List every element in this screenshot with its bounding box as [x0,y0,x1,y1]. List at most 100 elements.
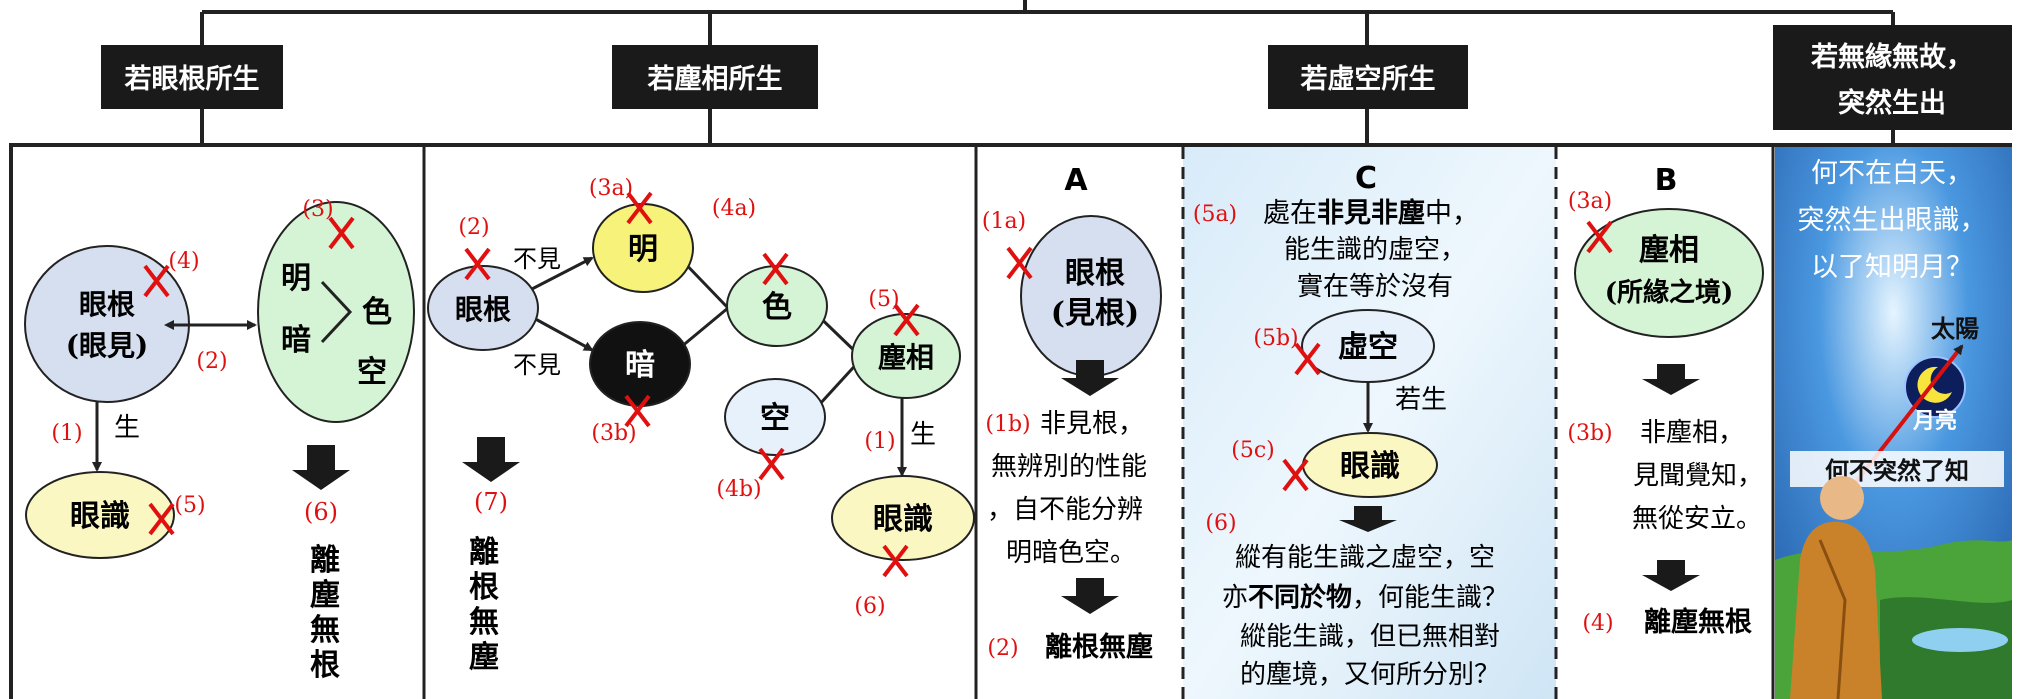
svg-text:突然生出眼識，: 突然生出眼識， [1798,205,1987,236]
svg-text:眼根: 眼根 [1065,256,1125,291]
svg-text:明暗色空。: 明暗色空。 [1006,538,1136,568]
svg-text:(3b): (3b) [1567,421,1612,446]
svg-text:(1a): (1a) [982,209,1026,234]
svg-text:空: 空 [357,355,387,390]
svg-text:(1b): (1b) [985,412,1030,437]
svg-text:(1): (1) [864,429,895,454]
svg-text:(眼見): (眼見) [66,329,149,362]
svg-text:離塵無根: 離塵無根 [1644,606,1752,638]
panel-nocause-illustration: 何不在白天， 突然生出眼識， 以了知明月？ 太陽 月亮 何不突然了知 [1775,147,2012,699]
svg-text:(3a): (3a) [1568,189,1612,214]
svg-text:B: B [1655,163,1678,198]
svg-text:A: A [1064,163,1088,198]
svg-text:縱能生識，但已無相對: 縱能生識，但已無相對 [1240,622,1500,652]
svg-text:(6): (6) [304,498,338,526]
svg-text:處在非見非塵中，: 處在非見非塵中， [1263,197,1479,229]
svg-text:塵: 塵 [469,640,499,675]
svg-text:塵: 塵 [310,578,340,613]
panel-a: A (1a) 眼根 (見根) (1b) 非見根， 無辨別的性能 ，自不能分辨 明… [982,163,1162,663]
svg-text:虛空: 虛空 [1338,330,1398,365]
svg-text:無: 無 [310,613,340,648]
svg-text:(3a): (3a) [589,176,633,201]
node-bright-dark-color-space [257,201,415,423]
svg-text:(所緣之境): (所緣之境) [1605,277,1734,308]
red-x-icon [1006,246,1033,280]
header-space: 若虛空所生 [1268,45,1468,109]
svg-text:太陽: 太陽 [1931,314,1979,343]
node-dust-b [1574,208,1764,338]
red-x-icon [464,191,920,578]
svg-text:根: 根 [310,648,340,683]
svg-text:，自不能分辨: ，自不能分辨 [987,495,1143,525]
svg-text:眼根: 眼根 [79,288,135,321]
panel-b: B (3a) 塵相 (所緣之境) (3b) 非塵相， 見聞覺知， 無從安立。 (… [1567,163,1764,638]
panel-eye-root: 眼根 (眼見) 明 暗 色 空 (2) (1) 生 眼識 (3) (4) (5)… [24,197,415,683]
svg-text:眼識: 眼識 [1340,449,1400,484]
svg-text:以了知明月？: 以了知明月？ [1811,252,1973,283]
svg-text:(見根): (見根) [1051,296,1139,331]
svg-text:生: 生 [114,413,140,443]
svg-text:眼識: 眼識 [873,502,933,537]
svg-text:無: 無 [469,605,499,640]
panel-dust: 眼根 不見 不見 明 暗 色 空 塵相 生 眼識 (2) (3a) (3b) (… [427,176,975,675]
svg-text:月亮: 月亮 [1912,408,1957,434]
svg-text:(5): (5) [868,287,899,312]
header-eye: 若眼根所生 [101,45,283,109]
svg-text:(6): (6) [854,594,885,619]
svg-text:C: C [1355,161,1377,196]
red-x-icon [1282,342,1321,492]
node-eye-root-2 [427,265,539,351]
svg-text:無辨別的性能: 無辨別的性能 [991,452,1147,482]
svg-text:能生識的虛空，: 能生識的虛空， [1284,235,1466,265]
svg-text:不見: 不見 [513,245,561,273]
svg-text:眼識: 眼識 [70,499,130,534]
svg-text:(2): (2) [458,215,489,240]
svg-text:(3): (3) [302,197,333,222]
svg-text:塵相: 塵相 [878,341,934,374]
svg-text:若虛空所生: 若虛空所生 [1301,63,1436,95]
down-arrow-icon [1339,506,1397,532]
svg-text:非塵相，: 非塵相， [1640,418,1744,448]
svg-text:若眼根所生: 若眼根所生 [125,64,260,95]
svg-text:突然生出: 突然生出 [1838,87,1946,119]
svg-text:(4): (4) [1582,611,1613,636]
svg-text:(4a): (4a) [712,196,756,221]
svg-text:(3b): (3b) [591,421,636,446]
svg-text:若無緣無故，: 若無緣無故， [1811,42,1973,73]
svg-text:離: 離 [310,543,340,578]
svg-text:明: 明 [281,261,311,296]
header-nocause: 若無緣無故， 突然生出 [1773,25,2012,130]
svg-text:(6): (6) [1205,511,1236,536]
svg-text:塵相: 塵相 [1639,233,1699,268]
svg-text:離: 離 [469,535,499,570]
header-dust: 若塵相所生 [612,45,818,109]
svg-text:眼根: 眼根 [455,293,511,326]
svg-text:明: 明 [628,232,658,267]
svg-text:生: 生 [910,420,936,450]
svg-text:(5b): (5b) [1253,326,1298,351]
svg-text:非見根，: 非見根， [1040,409,1144,439]
down-arrow-icon [1642,560,1700,591]
down-arrow-icon [1061,578,1119,614]
svg-text:(1): (1) [51,421,82,446]
down-arrow-icon [1642,364,1700,395]
svg-text:色: 色 [762,290,792,325]
svg-text:若塵相所生: 若塵相所生 [648,63,783,95]
svg-text:(2): (2) [196,349,227,374]
panel-frame [9,143,2012,699]
svg-text:根: 根 [469,570,499,605]
svg-text:(7): (7) [474,488,508,516]
svg-text:離根無塵: 離根無塵 [1045,631,1153,663]
down-arrow-icon [292,445,350,490]
svg-text:實在等於沒有: 實在等於沒有 [1297,272,1453,302]
panel-c: C (5a) 處在非見非塵中， 能生識的虛空， 實在等於沒有 (5b) 虛空 若… [1181,147,1558,699]
svg-text:(2): (2) [987,636,1018,661]
svg-text:(5c): (5c) [1231,438,1274,463]
svg-text:空: 空 [760,401,790,436]
svg-text:若生: 若生 [1395,385,1447,415]
svg-text:亦不同於物，何能生識？: 亦不同於物，何能生識？ [1222,582,1508,613]
red-x-icon [143,216,355,536]
svg-text:何不在白天，: 何不在白天， [1811,158,1973,189]
svg-text:不見: 不見 [513,351,561,379]
